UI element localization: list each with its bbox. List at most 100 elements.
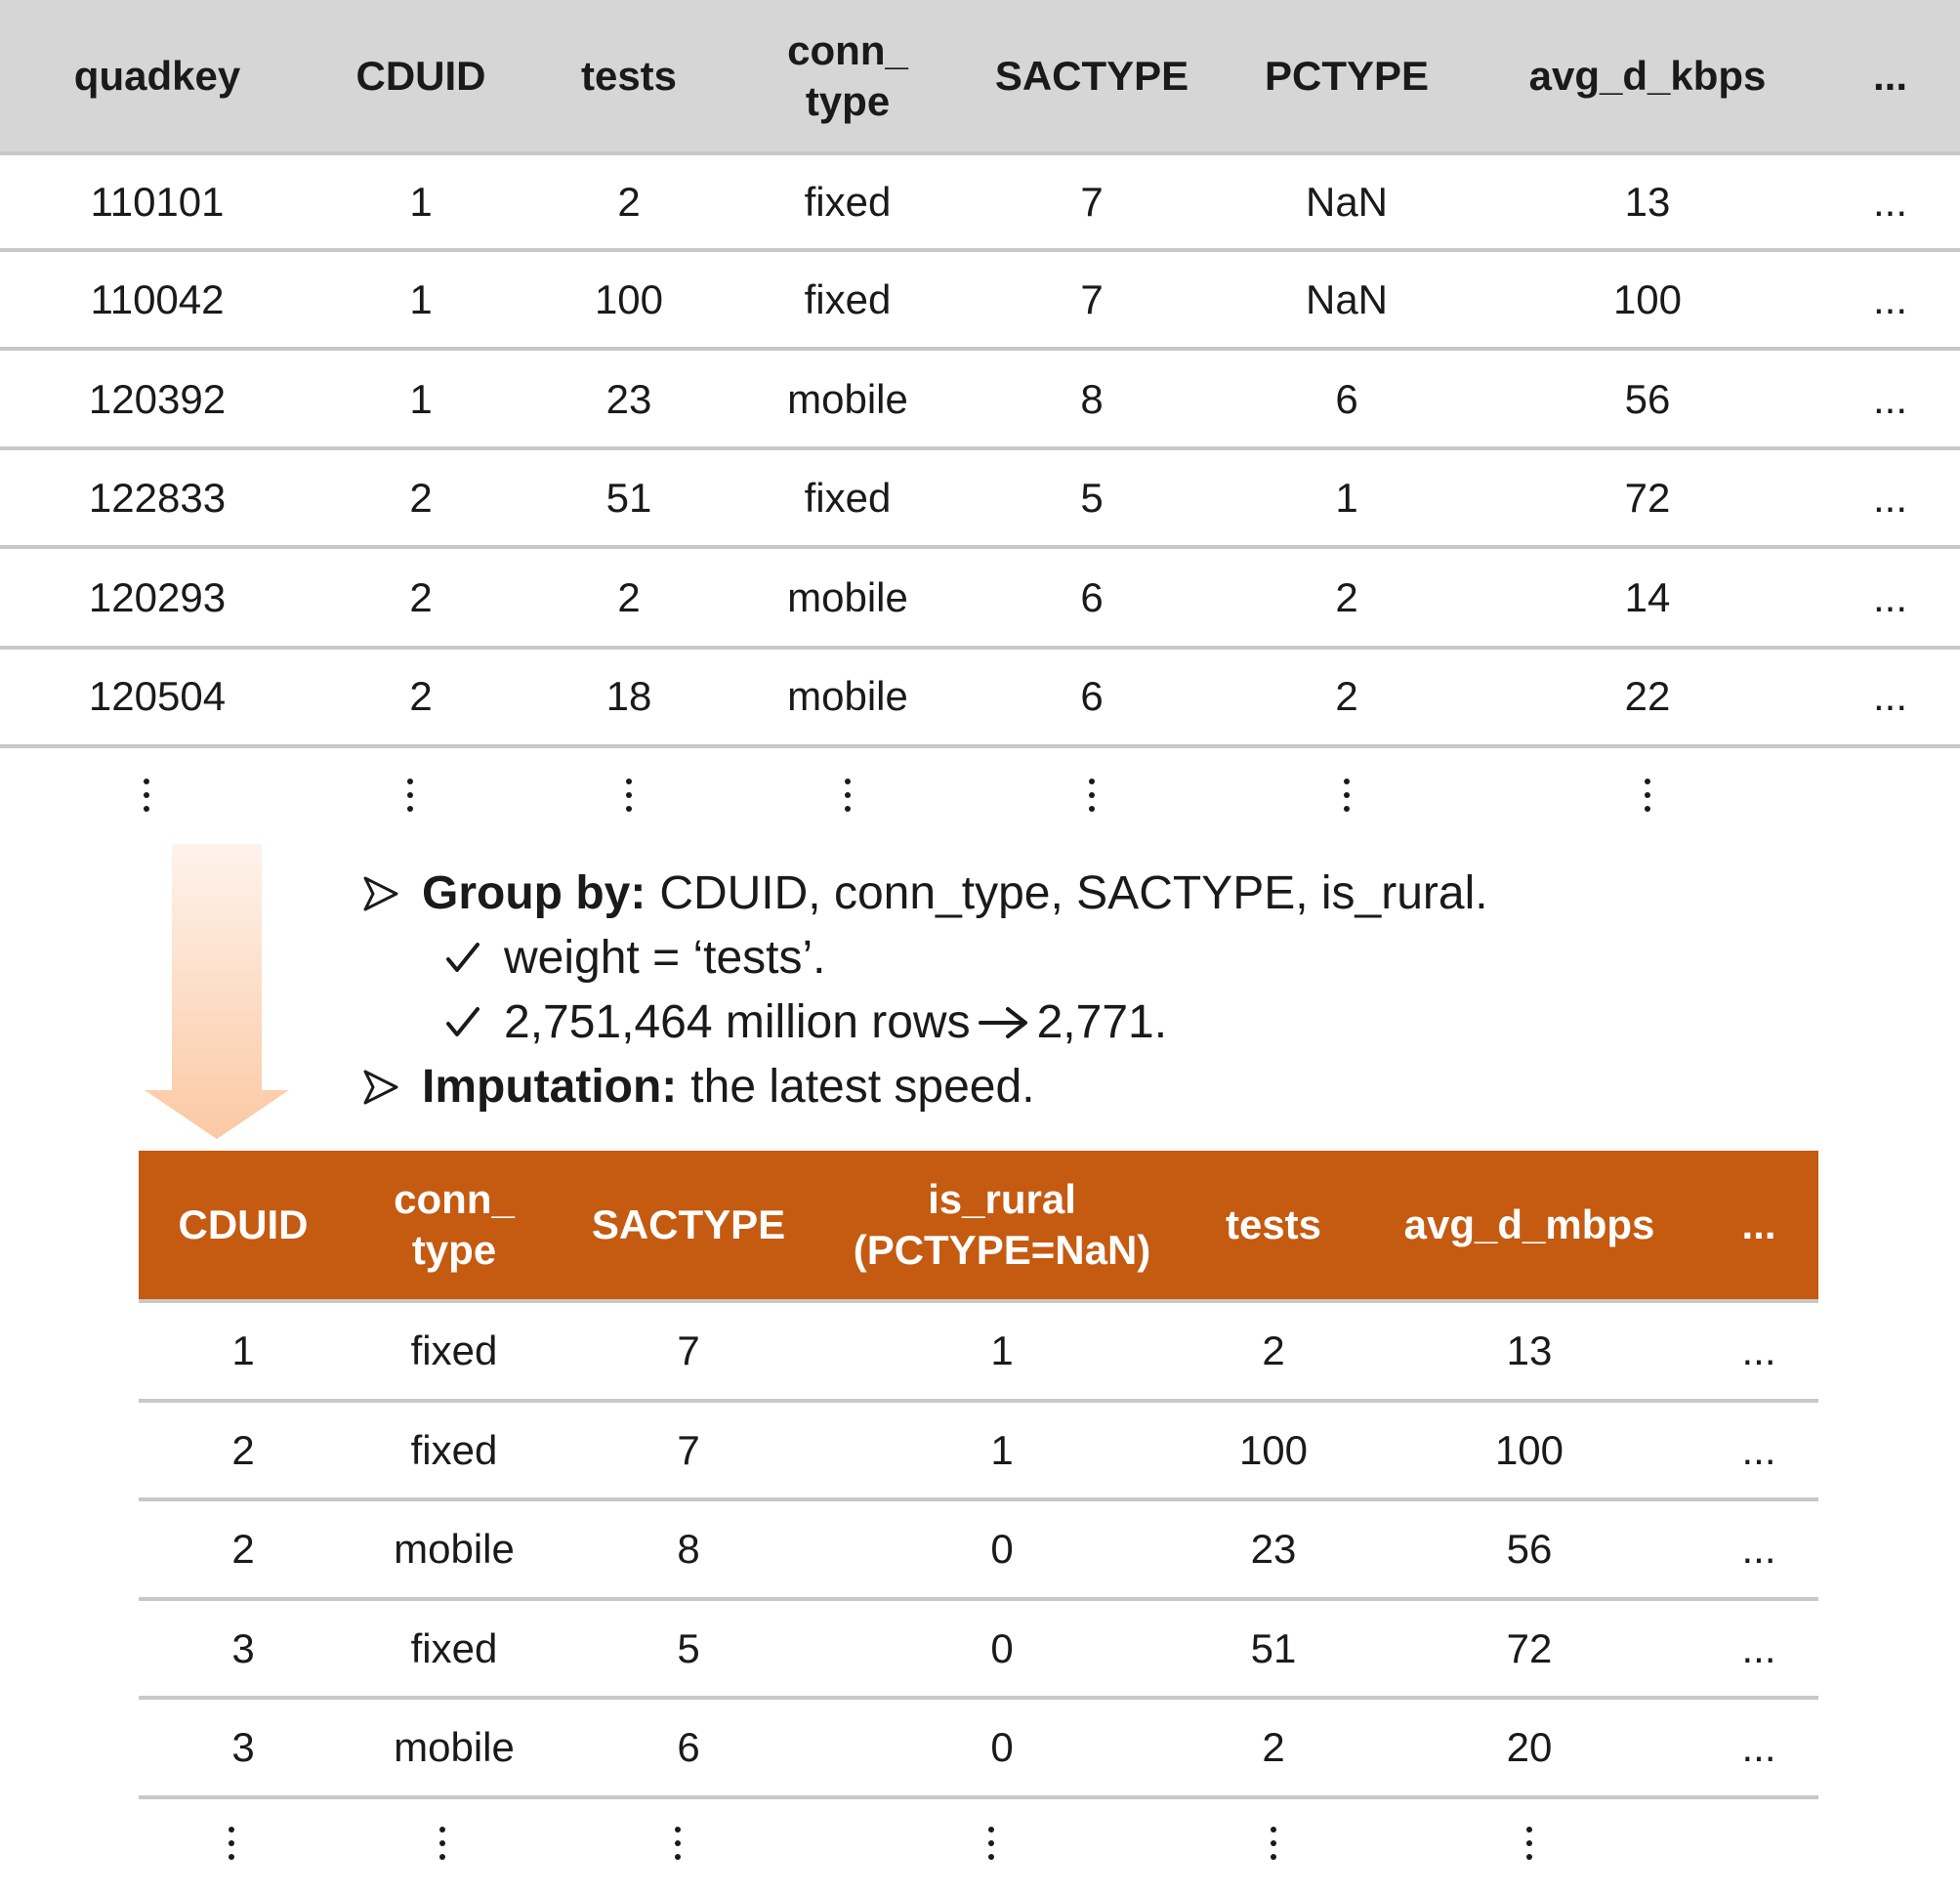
- cell-conn-type: fixed: [804, 179, 892, 225]
- cell-pctype: NaN: [1305, 276, 1389, 322]
- cell-quadkey: 120504: [88, 673, 227, 719]
- vertical-ellipsis-icon: [1344, 752, 1350, 838]
- table-row: 120504 2 18 mobile 6 2 22 ...: [0, 649, 1960, 744]
- rows-text-before: 2,751,464 million rows: [504, 996, 971, 1048]
- continuation-row: [139, 1801, 1818, 1885]
- cell-sactype: 5: [677, 1625, 700, 1671]
- cell-avg-d-mbps: 20: [1506, 1724, 1553, 1770]
- cell-cduid: 2: [409, 574, 433, 620]
- cell-avg-d-kbps: 100: [1612, 276, 1683, 322]
- cell-cduid: 3: [231, 1724, 255, 1770]
- cell-avg-d-mbps: 72: [1506, 1625, 1553, 1671]
- right-arrow-icon: [978, 1007, 1027, 1038]
- table-row: 3 fixed 5 0 51 72 ...: [139, 1601, 1818, 1697]
- cell-sactype: 7: [1080, 276, 1104, 322]
- note-imputation: Imputation: the latest speed.: [363, 1055, 1488, 1119]
- cell-cduid: 2: [409, 673, 433, 719]
- cell-cduid: 1: [409, 179, 433, 225]
- table-row: 110101 1 2 fixed 7 NaN 13 ...: [0, 154, 1960, 250]
- cell-sactype: 6: [1080, 673, 1104, 719]
- header-is-rural-line1: is_rural: [928, 1175, 1076, 1222]
- vertical-ellipsis-icon: [229, 1801, 234, 1885]
- table-row: 120293 2 2 mobile 6 2 14 ...: [0, 550, 1960, 646]
- cell-more: ...: [1872, 179, 1907, 225]
- cell-cduid: 1: [409, 376, 433, 422]
- imputation-label: Imputation:: [422, 1061, 678, 1113]
- checkmark-icon: [445, 1005, 504, 1040]
- rows-text-after: 2,771.: [1036, 996, 1168, 1048]
- cell-sactype: 7: [677, 1427, 700, 1473]
- checkmark-icon: [445, 941, 504, 976]
- cell-tests: 100: [1238, 1427, 1309, 1473]
- cell-quadkey: 120293: [88, 574, 227, 620]
- cell-sactype: 8: [677, 1526, 700, 1572]
- arrowhead-bullet-icon: [363, 1070, 422, 1105]
- cell-conn-type: mobile: [394, 1724, 515, 1770]
- cell-quadkey: 122833: [88, 475, 227, 521]
- cell-sactype: 5: [1080, 475, 1104, 521]
- table-row: 2 mobile 8 0 23 56 ...: [139, 1501, 1818, 1597]
- header-is-rural: is_rural (PCTYPE=NaN): [816, 1151, 1188, 1299]
- cell-conn-type: mobile: [787, 376, 908, 422]
- cell-avg-d-kbps: 14: [1624, 574, 1671, 620]
- cell-is-rural: 0: [990, 1625, 1014, 1671]
- cell-cduid: 1: [409, 276, 433, 322]
- vertical-ellipsis-icon: [1089, 752, 1095, 838]
- cell-pctype: 6: [1335, 376, 1358, 422]
- cell-conn-type: fixed: [804, 475, 892, 521]
- cell-tests: 2: [1262, 1327, 1285, 1373]
- header-tests: tests: [1225, 1201, 1322, 1247]
- cell-pctype: 2: [1335, 673, 1358, 719]
- top-table: quadkey CDUID tests conn_ type SACTYPE P…: [0, 0, 1960, 812]
- cell-tests: 51: [605, 475, 652, 521]
- cell-sactype: 6: [1080, 574, 1104, 620]
- header-conn-type-line2: type: [805, 78, 891, 124]
- cell-is-rural: 0: [990, 1526, 1014, 1572]
- bottom-table-header: CDUID conn_ type SACTYPE is_rural (PCTYP…: [139, 1151, 1818, 1299]
- vertical-ellipsis-icon: [1526, 1801, 1532, 1885]
- continuation-row: [0, 752, 1960, 838]
- cell-tests: 100: [594, 276, 664, 322]
- cell-quadkey: 110042: [90, 276, 225, 322]
- table-row: 2 fixed 7 1 100 100 ...: [139, 1403, 1818, 1498]
- cell-cduid: 2: [231, 1427, 255, 1473]
- cell-tests: 51: [1250, 1625, 1297, 1671]
- cell-tests: 23: [605, 376, 652, 422]
- header-cduid: CDUID: [178, 1201, 309, 1247]
- cell-more: ...: [1741, 1427, 1776, 1473]
- header-cduid: CDUID: [355, 52, 486, 99]
- cell-sactype: 8: [1080, 376, 1104, 422]
- header-more: ...: [1872, 52, 1907, 99]
- header-quadkey: quadkey: [73, 52, 241, 99]
- cell-tests: 23: [1250, 1526, 1297, 1572]
- cell-cduid: 3: [231, 1625, 255, 1671]
- cell-avg-d-mbps: 56: [1506, 1526, 1553, 1572]
- cell-more: ...: [1872, 276, 1907, 322]
- cell-conn-type: mobile: [394, 1526, 515, 1572]
- cell-sactype: 7: [1080, 179, 1104, 225]
- cell-more: ...: [1872, 574, 1907, 620]
- cell-avg-d-kbps: 56: [1624, 376, 1671, 422]
- cell-is-rural: 0: [990, 1724, 1014, 1770]
- cell-tests: 2: [617, 574, 641, 620]
- cell-pctype: NaN: [1305, 179, 1389, 225]
- header-is-rural-line2: (PCTYPE=NaN): [853, 1227, 1151, 1273]
- processing-notes: Group by: CDUID, conn_type, SACTYPE, is_…: [363, 862, 1488, 1119]
- header-avg-d-kbps: avg_d_kbps: [1528, 52, 1767, 99]
- vertical-ellipsis-icon: [675, 1801, 681, 1885]
- note-weight: weight = ‘tests’.: [363, 926, 1488, 990]
- group-by-label: Group by:: [422, 867, 646, 919]
- header-pctype: PCTYPE: [1264, 52, 1430, 99]
- table-row: 3 mobile 6 0 2 20 ...: [139, 1700, 1818, 1795]
- table-row: 120392 1 23 mobile 8 6 56 ...: [0, 352, 1960, 447]
- cell-more: ...: [1872, 376, 1907, 422]
- cell-tests: 2: [1262, 1724, 1285, 1770]
- weight-text: weight = ‘tests’.: [504, 932, 826, 984]
- cell-is-rural: 1: [990, 1427, 1014, 1473]
- group-by-text: CDUID, conn_type, SACTYPE, is_rural.: [659, 867, 1488, 919]
- vertical-ellipsis-icon: [845, 752, 851, 838]
- cell-tests: 18: [605, 673, 652, 719]
- table-row: 110042 1 100 fixed 7 NaN 100 ...: [0, 252, 1960, 348]
- vertical-ellipsis-icon: [988, 1801, 994, 1885]
- arrowhead-bullet-icon: [363, 876, 422, 911]
